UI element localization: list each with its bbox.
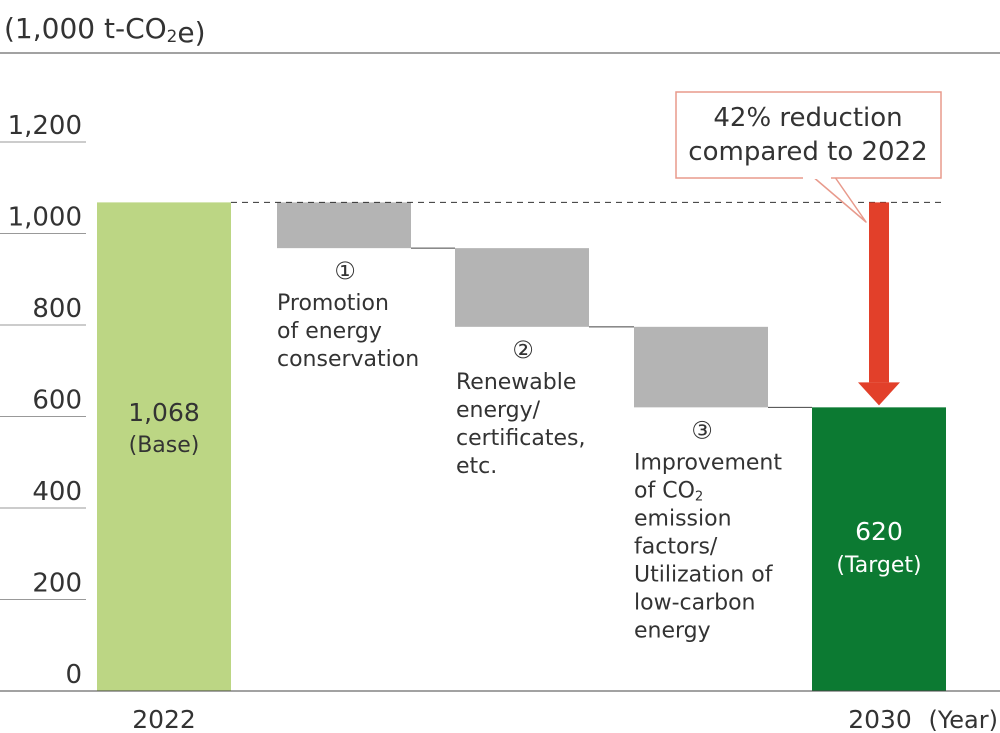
- step-bar: [455, 248, 589, 327]
- callout-box: [675, 91, 942, 179]
- x-tick-label: 2022: [132, 705, 196, 733]
- callout-text-line: compared to 2022: [688, 137, 927, 167]
- step-marker: ①: [334, 257, 356, 285]
- step-label-line: energy/: [456, 398, 541, 423]
- step-bar: [277, 202, 411, 249]
- base-sub-label: (Base): [129, 433, 200, 458]
- step-label-line: Renewable: [456, 370, 576, 395]
- reduction-arrow-shaft: [869, 202, 889, 383]
- target-sub-label: (Target): [836, 553, 921, 578]
- x-unit-label: (Year): [928, 706, 998, 733]
- callout-text-line: 42% reduction: [713, 103, 902, 133]
- y-tick-label: 600: [32, 386, 82, 416]
- y-tick-label: 400: [32, 477, 82, 507]
- x-axis: 2022 2030 (Year): [0, 690, 1000, 733]
- step-label-line: certificates,: [456, 426, 585, 451]
- target-bar: [812, 407, 946, 691]
- y-unit-label: (1,000 t-CO2e): [4, 12, 206, 49]
- y-tick-label: 200: [32, 569, 82, 599]
- bars: 1,068 (Base) 620 (Target): [97, 202, 946, 691]
- y-axis: 0 200 400 600 800 1,000 1,200: [0, 111, 86, 690]
- base-value-label: 1,068: [128, 398, 200, 427]
- annotation: 42% reduction compared to 2022: [231, 91, 946, 406]
- base-bar: [97, 202, 231, 691]
- step-label-line: Utilization of: [634, 562, 774, 587]
- step-labels: ① Promotion of energy conservation ② Renewabl…: [277, 257, 782, 643]
- target-value-label: 620: [855, 517, 903, 546]
- step-label-line: Promotion: [277, 291, 389, 316]
- reduction-arrow-head: [858, 382, 900, 406]
- y-tick-label: 1,200: [8, 111, 82, 141]
- callout-joint: [803, 176, 831, 179]
- step-label-line: of energy: [277, 319, 382, 344]
- step-label-line: energy: [634, 618, 711, 643]
- step-marker: ③: [691, 416, 713, 444]
- step-label-line: emission: [634, 506, 732, 531]
- step-label-line: low-carbon: [634, 590, 756, 615]
- step-label-line: conservation: [277, 347, 419, 372]
- y-tick-label: 800: [32, 294, 82, 324]
- step-label-line: factors/: [634, 534, 718, 559]
- step-label-line: of CO2: [634, 478, 703, 504]
- y-tick-label: 0: [65, 660, 82, 690]
- step-label-line: Improvement: [634, 450, 782, 475]
- step-bar: [634, 326, 768, 408]
- step-label-line: etc.: [456, 454, 497, 479]
- step-marker: ②: [512, 336, 534, 364]
- x-tick-label: 2030: [848, 705, 912, 733]
- y-tick-label: 1,000: [8, 203, 82, 233]
